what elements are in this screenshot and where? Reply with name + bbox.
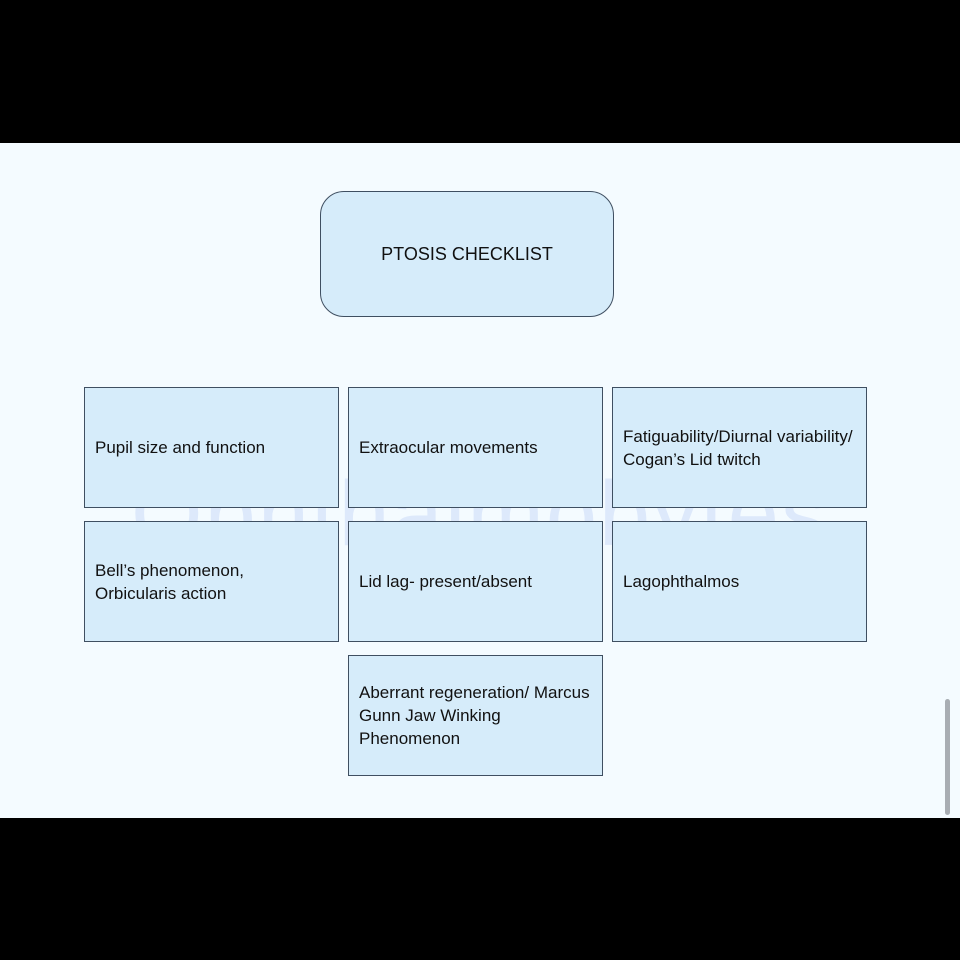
checklist-item-pupil: Pupil size and function bbox=[84, 387, 339, 508]
title-node: PTOSIS CHECKLIST bbox=[320, 191, 614, 317]
checklist-item-bells: Bell’s phenomenon, Orbicularis action bbox=[84, 521, 339, 642]
checklist-item-fatiguability: Fatiguability/Diurnal variability/ Cogan… bbox=[612, 387, 867, 508]
checklist-item-lid-lag: Lid lag- present/absent bbox=[348, 521, 603, 642]
checklist-item-lagophthalmos: Lagophthalmos bbox=[612, 521, 867, 642]
checklist-item-aberrant: Aberrant regeneration/ Marcus Gunn Jaw W… bbox=[348, 655, 603, 776]
checklist-item-extraocular: Extraocular movements bbox=[348, 387, 603, 508]
scrollbar-thumb[interactable] bbox=[945, 699, 950, 815]
slide-canvas: Ophthalmobytes PTOSIS CHECKLIST Pupil si… bbox=[0, 143, 960, 818]
